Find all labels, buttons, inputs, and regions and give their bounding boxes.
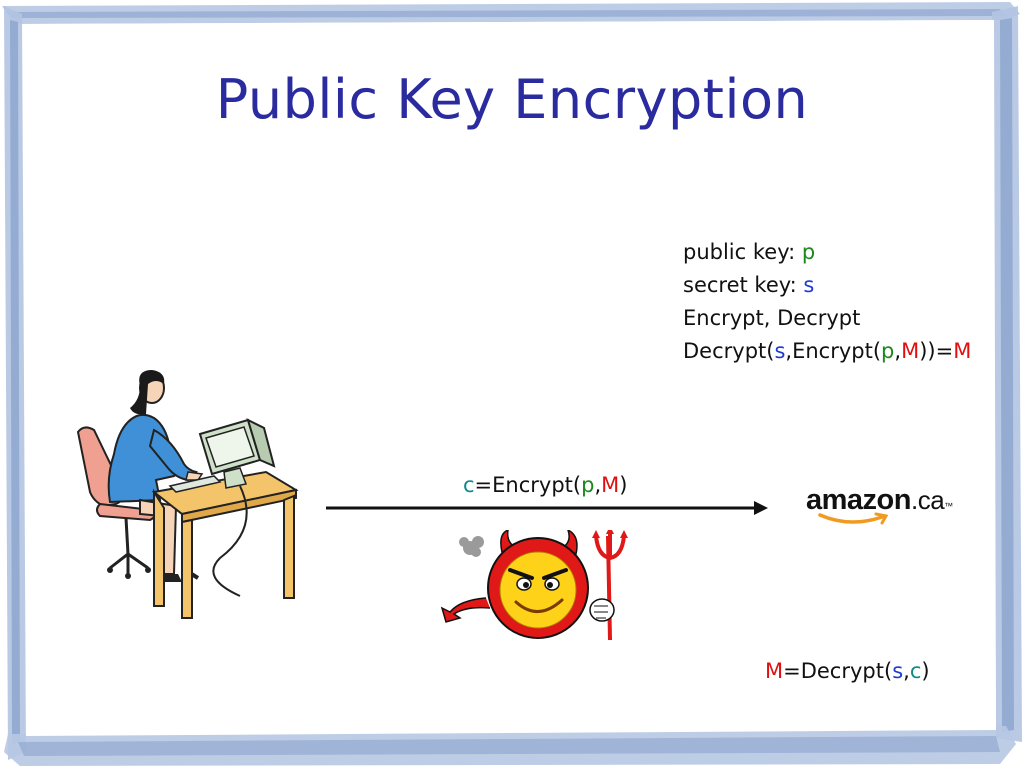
public-key-line: public key: p — [683, 236, 971, 269]
separator: , — [903, 659, 910, 683]
woman-at-computer-icon — [76, 370, 299, 619]
public-key-label: public key: — [683, 240, 802, 264]
message-symbol: M — [601, 473, 620, 497]
decrypt-call: =Decrypt( — [783, 659, 893, 683]
arrow-right-icon — [326, 501, 768, 515]
functions-line: Encrypt, Decrypt — [683, 306, 861, 330]
identity-line: Decrypt(s,Encrypt(p,M))=M — [683, 335, 971, 368]
secret-key-label: secret key: — [683, 273, 804, 297]
message-symbol: M — [765, 659, 784, 683]
close-paren: ) — [921, 659, 930, 683]
logo-tld: .ca — [910, 485, 945, 515]
ciphertext-symbol: c — [463, 473, 475, 497]
secret-key-line: secret key: s — [683, 269, 971, 302]
amazon-logo: amazon.ca™ — [806, 484, 953, 517]
public-key-symbol: p — [581, 473, 595, 497]
identity-public-key: p — [881, 339, 895, 363]
decryption-result: M=Decrypt(s,c) — [765, 659, 930, 683]
identity-secret-key: s — [774, 339, 786, 363]
devil-icon — [440, 530, 628, 641]
identity-message: M — [901, 339, 920, 363]
definitions-block: public key: p secret key: s Encrypt, Dec… — [683, 236, 971, 368]
close-paren: ) — [619, 473, 628, 497]
amazon-smile-icon — [818, 512, 889, 525]
identity-part: ,Encrypt( — [785, 339, 882, 363]
logo-brand: amazon — [806, 484, 911, 516]
identity-part: , — [894, 339, 902, 363]
identity-part: Decrypt( — [683, 339, 775, 363]
identity-part: ))= — [919, 339, 954, 363]
encrypt-call: =Encrypt( — [474, 473, 582, 497]
separator: , — [594, 473, 602, 497]
slide-title: Public Key Encryption — [215, 68, 809, 131]
secret-key-symbol: s — [892, 659, 904, 683]
logo-trademark: ™ — [944, 501, 953, 511]
ciphertext-label: c=Encrypt(p,M) — [463, 473, 627, 497]
identity-message-result: M — [953, 339, 972, 363]
ciphertext-symbol: c — [909, 659, 922, 683]
secret-key-symbol: s — [803, 273, 815, 297]
public-key-symbol: p — [801, 240, 816, 264]
